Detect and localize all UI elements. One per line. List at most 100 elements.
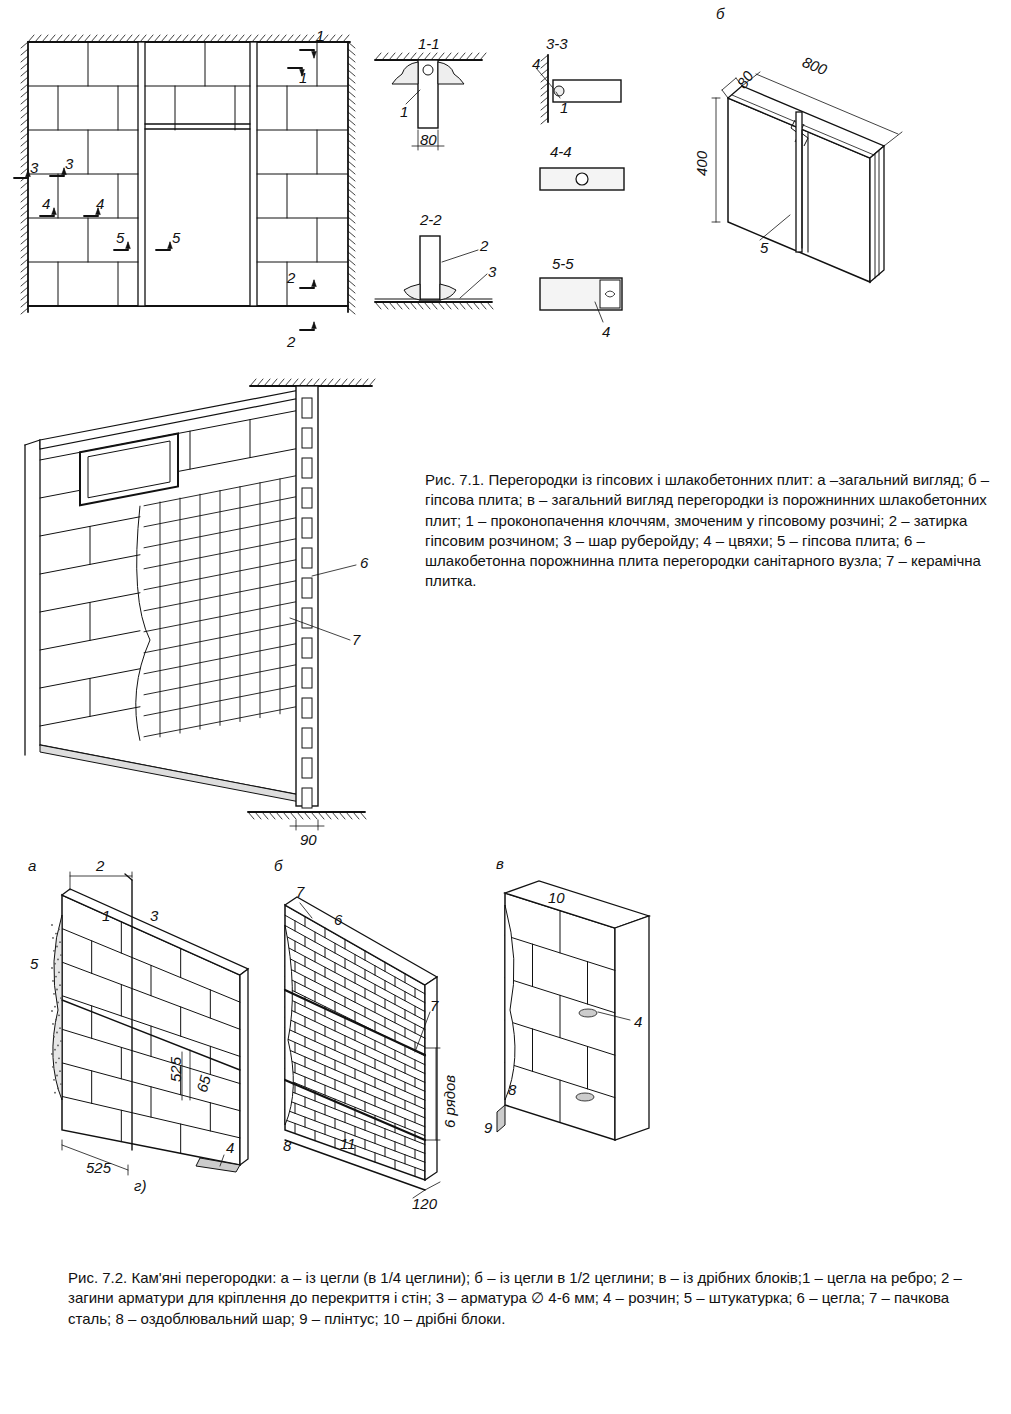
drawing-line <box>395 1160 396 1169</box>
drawing-line <box>418 130 419 150</box>
drawing-line <box>415 1006 416 1015</box>
outline-shape <box>302 638 312 658</box>
drawing-line <box>460 274 487 298</box>
drawing-line <box>355 1012 356 1022</box>
drawing-line <box>365 951 366 960</box>
drawing-line <box>385 1018 386 1027</box>
plaster-dot <box>52 980 54 982</box>
outline-shape <box>302 608 312 628</box>
drawing-line <box>348 77 355 83</box>
drawing-line <box>343 35 349 42</box>
drawing-line <box>28 130 138 131</box>
drawing-line <box>417 53 423 60</box>
drawing-line <box>156 249 170 251</box>
drawing-line <box>348 189 355 195</box>
drawing-line <box>210 1103 211 1131</box>
drawing-line <box>403 302 409 309</box>
drawing-line <box>21 252 28 258</box>
drawing-line <box>280 35 286 42</box>
plaster-dot <box>60 954 62 956</box>
drawing-line <box>541 83 548 89</box>
drawing-line <box>396 302 402 309</box>
drawing-line <box>325 1125 326 1135</box>
dimension: 90 <box>300 832 317 849</box>
drawing-line <box>21 161 28 167</box>
drawing-line <box>220 1155 224 1166</box>
drawing-line <box>345 1074 346 1084</box>
plaster-dot <box>53 1079 55 1081</box>
drawing-line <box>438 130 439 150</box>
drawing-line <box>459 53 465 60</box>
drawing-line <box>466 302 472 309</box>
outline-shape <box>40 745 300 802</box>
drawing-line <box>21 273 28 279</box>
drawing-line <box>248 811 365 813</box>
drawing-line <box>415 1078 416 1087</box>
drawing-line <box>442 250 478 262</box>
drawing-line <box>431 302 437 309</box>
drawing-line <box>285 987 425 1056</box>
drawing-line <box>410 302 416 309</box>
drawing-line <box>385 1110 386 1119</box>
drawing-line <box>425 1140 440 1141</box>
callout-number: 10 <box>548 890 565 907</box>
drawing-line <box>21 280 28 286</box>
plaster-dot <box>54 1092 56 1094</box>
drawing-line <box>385 999 386 1008</box>
drawing-line <box>21 133 28 139</box>
plaster-dot <box>55 976 57 978</box>
plaster-dot <box>52 1023 54 1025</box>
drawing-line <box>405 992 406 1001</box>
drawing-line <box>348 203 355 209</box>
drawing-line <box>182 35 188 42</box>
drawing-line <box>395 1069 396 1078</box>
drawing-line <box>405 1137 406 1146</box>
drawing-line <box>355 379 361 386</box>
drawing-line <box>151 1026 152 1056</box>
drawing-line <box>365 1121 366 1130</box>
drawing-line <box>121 922 122 953</box>
drawing-line <box>375 1153 376 1162</box>
drawing-line <box>154 35 160 42</box>
outline-shape <box>196 1158 240 1172</box>
plaster-dot <box>51 967 53 969</box>
drawing-line <box>348 196 355 202</box>
drawing-line <box>345 1113 346 1123</box>
drawing-line <box>348 56 355 62</box>
drawing-line <box>285 946 425 1021</box>
section-title: 4-4 <box>550 144 572 161</box>
drawing-line <box>285 1080 425 1140</box>
drawing-line <box>305 1037 306 1047</box>
drawing-line <box>21 266 28 272</box>
callout-number: 4 <box>634 1014 642 1031</box>
dimension: 6 рядов <box>442 1075 459 1128</box>
drawing-line <box>325 987 326 997</box>
drawing-line <box>140 35 146 42</box>
drawing-line <box>248 812 254 819</box>
drawing-line <box>375 1041 376 1050</box>
drawing-line <box>355 1088 356 1098</box>
drawing-line <box>189 35 195 42</box>
outline-shape <box>312 322 317 329</box>
drawing-line <box>285 977 425 1047</box>
plaster-dot <box>54 1006 56 1008</box>
drawing-line <box>375 1022 376 1031</box>
outline-shape <box>80 433 178 505</box>
outline-shape <box>26 170 31 177</box>
drawing-line <box>300 287 314 289</box>
drawing-line <box>245 35 251 42</box>
drawing-line <box>21 238 28 244</box>
drawing-line <box>598 1012 630 1020</box>
callout-number: 6 <box>360 555 368 572</box>
tow-filling <box>554 86 564 96</box>
plaster-dot <box>51 1053 53 1055</box>
drawing-line <box>257 379 263 386</box>
drawing-line <box>21 126 28 132</box>
drawing-line <box>348 63 355 69</box>
drawing-line <box>332 812 338 819</box>
drawing-line <box>315 1031 316 1041</box>
drawing-line <box>541 69 548 75</box>
drawing-line <box>14 177 28 179</box>
